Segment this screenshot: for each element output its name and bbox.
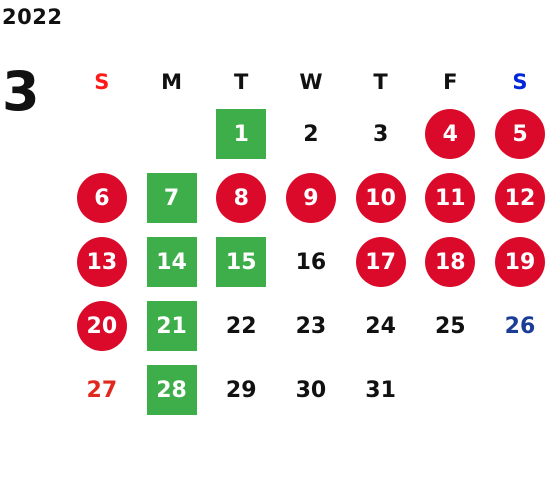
- weekday-tuesday: T: [234, 70, 249, 94]
- weekday-sunday: S: [94, 70, 110, 94]
- day-cell: 16: [276, 230, 346, 294]
- day-cell: 26: [485, 294, 548, 358]
- day-cell: 4: [415, 102, 485, 166]
- day-cell: 9: [276, 166, 346, 230]
- day-cell: 23: [276, 294, 346, 358]
- day-number-normal: 3: [372, 121, 389, 147]
- week-row: 20 21 22 23 24 25 26: [67, 294, 548, 358]
- day-number-normal: 2: [303, 121, 319, 147]
- day-cell: 3: [346, 102, 416, 166]
- day-cell: 31: [346, 358, 416, 422]
- day-number-work: 15: [216, 237, 267, 287]
- day-cell: 20: [67, 294, 137, 358]
- day-cell: 21: [137, 294, 207, 358]
- day-cell: 27: [67, 358, 137, 422]
- day-cell: 24: [346, 294, 416, 358]
- day-cell: [485, 358, 548, 422]
- day-number-holiday: 5: [494, 109, 545, 159]
- weekday-header-row: S M T W T F S: [67, 62, 548, 102]
- day-cell: 10: [346, 166, 416, 230]
- day-number-holiday: 17: [355, 237, 406, 287]
- day-cell: 19: [485, 230, 548, 294]
- day-number-sat: 26: [504, 313, 536, 339]
- day-number-holiday: 13: [76, 237, 127, 287]
- month-number: 3: [2, 60, 40, 123]
- day-number-normal: 23: [295, 313, 327, 339]
- day-cell: 8: [206, 166, 276, 230]
- day-number-normal: 25: [434, 313, 466, 339]
- day-number-work: 7: [146, 173, 197, 223]
- day-cell: 2: [276, 102, 346, 166]
- day-cell: 6: [67, 166, 137, 230]
- day-number-work: 14: [146, 237, 197, 287]
- day-cell: [67, 102, 137, 166]
- day-cell: 25: [415, 294, 485, 358]
- day-number-holiday: 6: [76, 173, 127, 223]
- day-number-work: 21: [146, 301, 197, 351]
- day-number-holiday: 8: [216, 173, 267, 223]
- day-cell: 13: [67, 230, 137, 294]
- day-cell: 30: [276, 358, 346, 422]
- day-cell: [137, 102, 207, 166]
- day-cell: [415, 358, 485, 422]
- day-number-normal: 30: [295, 377, 327, 403]
- day-number-holiday: 10: [355, 173, 406, 223]
- day-cell: 17: [346, 230, 416, 294]
- day-cell: 11: [415, 166, 485, 230]
- day-number-holiday: 20: [76, 301, 127, 351]
- day-number-normal: 29: [225, 377, 257, 403]
- weekday-saturday: S: [512, 70, 528, 94]
- weekday-monday: M: [161, 70, 182, 94]
- day-cell: 15: [206, 230, 276, 294]
- day-number-holiday: 12: [494, 173, 545, 223]
- day-cell: 14: [137, 230, 207, 294]
- day-number-work: 28: [146, 365, 197, 415]
- day-number-holiday: 9: [285, 173, 336, 223]
- day-number-normal: 22: [225, 313, 257, 339]
- day-cell: 7: [137, 166, 207, 230]
- day-number-holiday: 19: [494, 237, 545, 287]
- week-row: 27 28 29 30 31: [67, 358, 548, 422]
- day-cell: 22: [206, 294, 276, 358]
- day-number-holiday: 11: [425, 173, 476, 223]
- day-cell: 1: [206, 102, 276, 166]
- day-cell: 12: [485, 166, 548, 230]
- day-number-normal: 31: [365, 377, 396, 403]
- day-number-sun: 27: [86, 377, 118, 403]
- week-row: 13 14 15 16 17 18 19: [67, 230, 548, 294]
- day-number-normal: 16: [295, 249, 327, 275]
- day-number-normal: 24: [365, 313, 396, 339]
- day-number-holiday: 4: [425, 109, 476, 159]
- year-label: 2022: [2, 5, 63, 29]
- weekday-friday: F: [443, 70, 458, 94]
- day-cell: 28: [137, 358, 207, 422]
- day-number-work: 1: [216, 109, 267, 159]
- day-cell: 18: [415, 230, 485, 294]
- day-cell: 5: [485, 102, 548, 166]
- weekday-wednesday: W: [299, 70, 323, 94]
- day-number-holiday: 18: [425, 237, 476, 287]
- day-cell: 29: [206, 358, 276, 422]
- weekday-thursday: T: [373, 70, 388, 94]
